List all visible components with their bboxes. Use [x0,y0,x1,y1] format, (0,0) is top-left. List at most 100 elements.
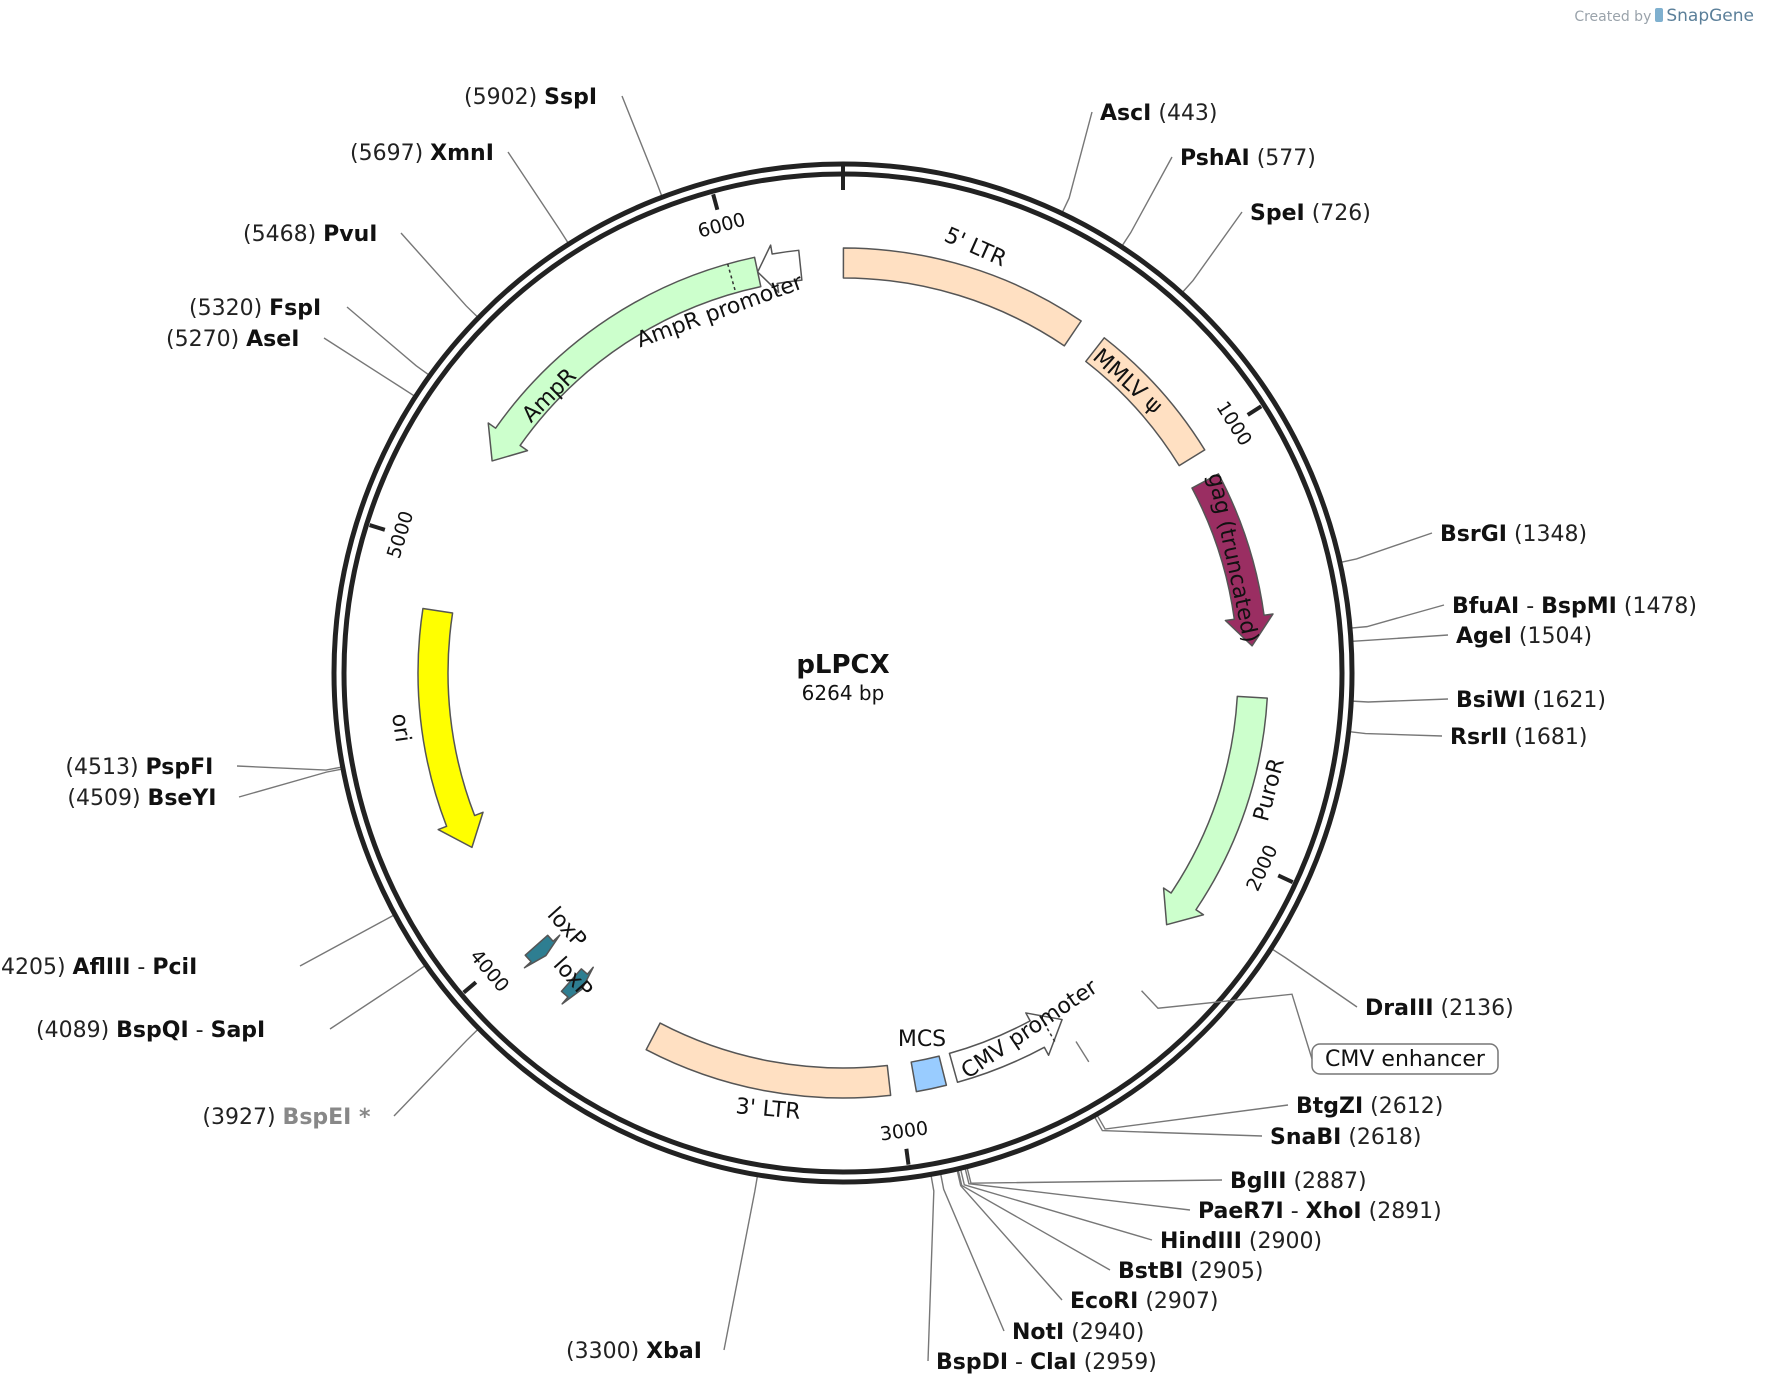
site-bseyi-4509-label[interactable]: (4509) BseYI [67,786,216,811]
site-name: BspDI [936,1350,1008,1375]
site-name: PvuI [323,222,377,247]
site-paer7i-xhoi-2891-label[interactable]: PaeR7I - XhoI (2891) [1198,1199,1442,1224]
site-hindiii-2900-label[interactable]: HindIII (2900) [1160,1229,1322,1254]
tick-label-5000: 5000 [383,508,418,561]
site-xbai-3300-label[interactable]: (3300) XbaI [566,1339,702,1364]
site-xbai-3300-leader [723,1175,759,1351]
site-name: PshAI [1180,146,1250,171]
site-spei-726-label[interactable]: SpeI (726) [1250,201,1371,226]
site-mark: * [351,1105,371,1130]
feature-loxp-7 [560,966,594,1005]
site-position: (1348) [1514,522,1587,547]
feature-cmv-promoter-4-shape [948,1012,1063,1084]
site-asei-5270-label[interactable]: (5270) AseI [166,327,299,352]
site-afliii-pcii-4205-label[interactable]: (4205) AflIII - PciI [0,955,197,980]
credit-app: SnapGene [1666,6,1754,26]
site-name: HindIII [1160,1229,1242,1254]
site-position: (443) [1158,101,1217,126]
site-agei-1504-label[interactable]: AgeI (1504) [1456,624,1592,649]
site-ecori-2907-leader [956,1169,1063,1301]
site-bspqi-sapi-4089-label[interactable]: (4089) BspQI - SapI [36,1018,265,1043]
site-pspfi-4513-label[interactable]: (4513) PspFI [65,755,213,780]
site-position: (5270) [166,327,239,352]
site-position: (2907) [1145,1289,1218,1314]
site-xmni-5697-leader [507,151,569,244]
site-name: BspEI [283,1105,352,1130]
site-name: AseI [246,327,299,352]
site-position: (1504) [1519,624,1592,649]
site-bspei-3927-leader [393,1028,479,1117]
site-name: XhoI [1306,1199,1362,1224]
feature-label-cmv-promoter-4: CMV promoter [957,974,1103,1084]
site-paer7i-xhoi-2891-leader [964,1168,1191,1211]
site-bglii-2887-label[interactable]: BglII (2887) [1230,1169,1367,1194]
feature-ampr-10 [487,256,762,462]
credit-prefix: Created by [1574,9,1652,25]
site-bsrgi-1348-label[interactable]: BsrGI (1348) [1440,522,1587,547]
site-draiii-2136-label[interactable]: DraIII (2136) [1365,996,1514,1021]
site-ecori-2907-label[interactable]: EcoRI (2907) [1070,1289,1218,1314]
site-snabi-2618-label[interactable]: SnaBI (2618) [1270,1125,1421,1150]
feature-label-loxp-8: loxP [548,953,597,1003]
feature-ampr-promoter-11 [756,244,803,294]
site-sspi-5902-label[interactable]: (5902) SspI [464,85,597,110]
site-xmni-5697-label[interactable]: (5697) XmnI [350,141,494,166]
site-asci-443-label[interactable]: AscI (443) [1100,101,1218,126]
feature-ori-9 [417,607,484,849]
site-pvui-5468-leader [400,232,479,318]
tick-4000 [462,980,478,995]
site-bspei-3927-label[interactable]: (3927) BspEI * [202,1105,371,1130]
site-position: (1621) [1533,688,1606,713]
site-bstbi-2905-leader [957,1169,1111,1271]
site-position: (4205) [0,955,66,980]
site-bspdi-clai-2959-leader [927,1175,935,1362]
site-bsiwi-1621-label[interactable]: BsiWI (1621) [1456,688,1606,713]
site-bfuai-bspmi-1478-label[interactable]: BfuAI - BspMI (1478) [1452,594,1697,619]
feature-loxp-8-shape [523,934,561,969]
site-pshai-577-label[interactable]: PshAI (577) [1180,146,1316,171]
site-name: PaeR7I [1198,1199,1284,1224]
site-position: (2887) [1293,1169,1366,1194]
site-noti-2940-label[interactable]: NotI (2940) [1012,1320,1144,1345]
leader-lines [236,95,1449,1362]
site-name: XbaI [646,1339,702,1364]
site-position: (4513) [65,755,138,780]
site-name: AscI [1100,101,1151,126]
feature-ampr-promoter-11-shape [756,244,803,294]
feature-label-mmlv-1: MMLV ψ [1088,344,1167,419]
site-name: FspI [269,296,321,321]
feature-cmv-promoter-4 [948,1012,1063,1084]
site-rsrii-1681-leader [1349,731,1443,737]
site-fspi-5320-label[interactable]: (5320) FspI [189,296,321,321]
site-name: PciI [152,955,197,980]
tick-label-3000: 3000 [879,1117,930,1145]
site-rsrii-1681-label[interactable]: RsrII (1681) [1450,725,1587,750]
tick-6000 [711,193,720,211]
tick-1000 [1246,404,1263,417]
feature-puror-3-shape [1162,695,1269,926]
site-position: (2136) [1441,996,1514,1021]
site-name: BglII [1230,1169,1286,1194]
site-position: (577) [1257,146,1316,171]
feature-5-ltr-0 [842,247,1082,347]
feature-label-ori-9: ori [386,712,415,744]
site-position: (5468) [243,222,316,247]
site-pvui-5468-label[interactable]: (5468) PvuI [243,222,377,247]
site-name: XmnI [430,141,494,166]
site-draiii-2136-leader [1271,948,1358,1008]
site-name: ClaI [1030,1350,1077,1375]
site-btgzi-2612-label[interactable]: BtgZI (2612) [1296,1094,1443,1119]
feature-mmlv-1-shape [1085,337,1206,467]
site-name: AgeI [1456,624,1512,649]
site-bspdi-clai-2959-label[interactable]: BspDI - ClaI (2959) [936,1350,1157,1375]
site-name: BstBI [1118,1259,1183,1284]
site-name: SapI [211,1018,266,1043]
site-pspfi-4513-leader [236,765,342,771]
site-name: BfuAI [1452,594,1519,619]
feature-3-ltr-6 [645,1022,892,1099]
feature-ori-9-shape [417,607,484,849]
plasmid-length: 6264 bp [802,681,885,705]
plasmid-name: pLPCX [796,650,889,680]
site-bstbi-2905-label[interactable]: BstBI (2905) [1118,1259,1264,1284]
